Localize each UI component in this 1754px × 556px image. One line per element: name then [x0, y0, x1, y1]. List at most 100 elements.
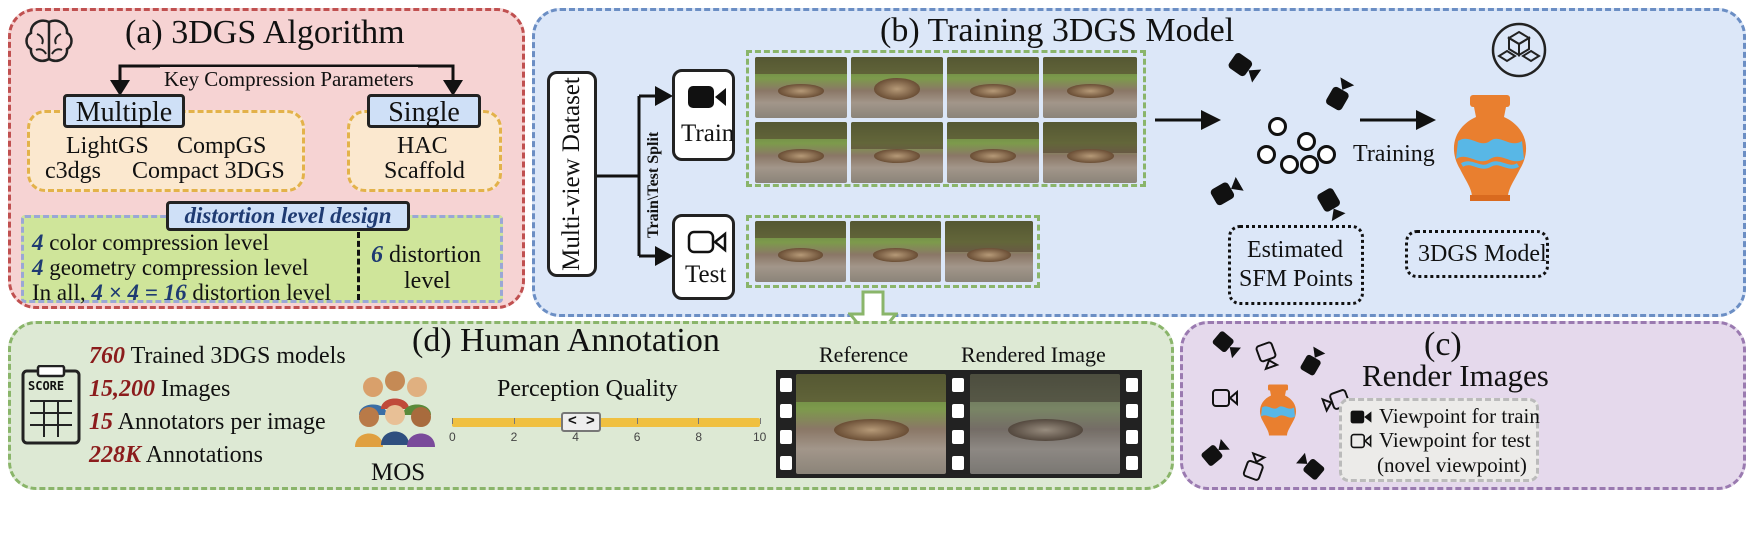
distortion-design-tag: distortion level design	[166, 201, 410, 231]
camera-outline-icon	[1241, 451, 1273, 484]
sfm-points-box: Estimated SFM Points	[1228, 225, 1364, 305]
method-scaffold: Scaffold	[384, 158, 465, 184]
panel-b-title: (b) Training 3DGS Model	[880, 12, 1235, 49]
panel-c-title-1: (c)	[1424, 326, 1462, 363]
brain-icon	[22, 16, 76, 66]
reference-image	[796, 374, 946, 474]
crowd-icon	[355, 365, 435, 455]
mos-label: MOS	[371, 459, 426, 486]
slider-tick-label: 10	[753, 430, 767, 444]
camera-outline-icon	[1212, 388, 1238, 413]
camera-icon	[1294, 447, 1330, 483]
slider-tick-label: 0	[449, 430, 456, 444]
rendered-image	[970, 374, 1120, 474]
sfm-point	[1268, 117, 1287, 136]
stat-images: 15,200 Images	[89, 376, 231, 402]
geometry-level-line: 4 geometry compression level	[32, 255, 309, 280]
camera-outline-icon	[1350, 433, 1372, 454]
camera-icon	[1199, 437, 1235, 473]
model-label: 3DGS Model	[1418, 241, 1547, 267]
slider-tick-label: 2	[510, 430, 518, 444]
camera-icon	[1323, 76, 1361, 115]
vase-icon	[1257, 383, 1299, 444]
legend-test: Viewpoint for test	[1379, 428, 1531, 452]
cubes-icon	[1487, 18, 1551, 82]
panel-a-title: (a) 3DGS Algorithm	[125, 14, 405, 51]
slider-handle[interactable]: < >	[561, 412, 602, 432]
sfm-line-1: Estimated	[1247, 237, 1343, 263]
model-box: 3DGS Model	[1405, 230, 1549, 278]
train-image	[755, 122, 847, 183]
train-images-group	[746, 50, 1146, 187]
arrow-to-sfm	[1155, 110, 1221, 130]
camera-outline-icon	[1249, 340, 1281, 373]
camera-icon	[1223, 50, 1263, 89]
filmstrip	[776, 370, 1142, 478]
slider-tick-label: 6	[633, 430, 641, 444]
test-box: Test	[672, 214, 735, 300]
test-image	[755, 221, 846, 282]
distortion-levels-box	[21, 215, 503, 303]
split-arrows	[597, 86, 673, 266]
sfm-line-2: SFM Points	[1239, 266, 1354, 292]
train-image	[851, 57, 943, 118]
video-camera-icon	[687, 84, 727, 115]
test-image	[945, 221, 1033, 282]
training-label: Training	[1353, 141, 1435, 167]
color-level-line: 4 color compression level	[32, 230, 269, 255]
multiple-tag: Multiple	[63, 94, 185, 128]
score-label: SCORE	[28, 379, 65, 393]
quality-slider-track[interactable]	[452, 418, 760, 427]
key-params-arrows	[110, 64, 463, 96]
six-distortion-line: 6 distortion	[371, 242, 482, 268]
key-params-label: Key Compression Parameters	[160, 67, 418, 92]
perception-label: Perception Quality	[497, 376, 678, 402]
slider-tick-label: 8	[695, 430, 703, 444]
camera-icon	[1298, 345, 1333, 380]
camera-icon	[1208, 174, 1247, 212]
method-compgs: CompGS	[177, 133, 267, 159]
vase-icon	[1448, 93, 1532, 208]
method-lightgs: LightGS	[66, 133, 149, 159]
slider-tick-mark	[513, 418, 515, 424]
training-arrow	[1360, 110, 1436, 130]
sfm-point	[1297, 132, 1316, 151]
method-hac: HAC	[397, 133, 448, 159]
six-distortion-level: level	[404, 268, 451, 294]
viewpoint-legend	[1339, 398, 1539, 482]
single-tag: Single	[367, 94, 481, 128]
camera-icon	[1207, 329, 1243, 365]
dataset-label: Multi-view Dataset	[558, 77, 585, 271]
rendered-label: Rendered Image	[961, 342, 1106, 367]
legend-train: Viewpoint for train	[1379, 404, 1540, 428]
sfm-point	[1280, 155, 1299, 174]
train-image-grid	[755, 57, 1137, 183]
train-image	[947, 122, 1039, 183]
panel-c-title-2: Render Images	[1362, 358, 1549, 393]
test-images-group	[746, 215, 1040, 288]
sfm-point	[1257, 145, 1276, 164]
train-image	[755, 57, 847, 118]
train-image	[947, 57, 1039, 118]
train-image	[1043, 122, 1137, 183]
train-image	[851, 122, 943, 183]
sfm-point	[1317, 145, 1336, 164]
sfm-point	[1300, 155, 1319, 174]
slider-tick-mark	[636, 418, 638, 424]
train-box: Train	[672, 69, 735, 161]
stat-annotations: 228K Annotations	[89, 442, 264, 468]
stat-annotators: 15 Annotators per image	[89, 409, 326, 435]
camera-icon	[1310, 186, 1348, 225]
slider-tick-mark	[698, 418, 700, 424]
method-compact-3dgs: Compact 3DGS	[132, 158, 285, 184]
slider-tick-label: 4	[572, 430, 579, 444]
slider-tick-mark	[760, 418, 761, 424]
slider-handle-glyph: < >	[567, 413, 595, 430]
train-image	[1043, 57, 1137, 118]
slider-tick-mark	[452, 418, 453, 424]
camera-icon	[1350, 409, 1372, 430]
legend-novel: (novel viewpoint)	[1377, 453, 1527, 477]
dataset-box: Multi-view Dataset	[547, 71, 597, 277]
reference-label: Reference	[819, 342, 909, 367]
method-c3dgs: c3dgs	[45, 158, 101, 184]
